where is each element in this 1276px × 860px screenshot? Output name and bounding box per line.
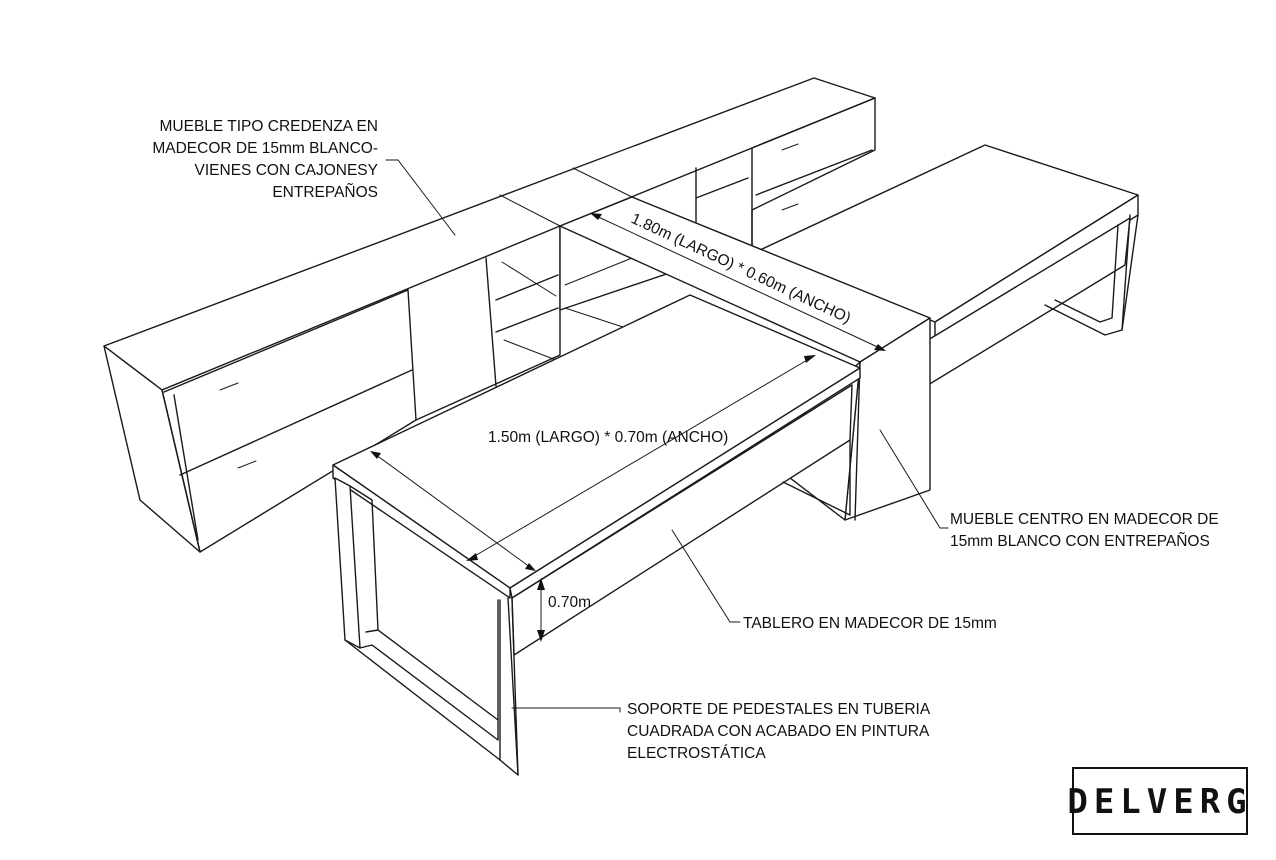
support-line-1: SOPORTE DE PEDESTALES EN TUBERIA <box>627 701 931 718</box>
credenza <box>103 77 876 553</box>
dim-depth-line <box>371 451 535 571</box>
support-line-3: ELECTROSTÁTICA <box>627 745 766 762</box>
front-desk-left-edge <box>332 464 511 599</box>
credenza-line-2: MADECOR DE 15mm BLANCO- <box>152 140 378 157</box>
leader-desktop <box>671 529 741 623</box>
dimension-height: 0.70m <box>537 578 591 642</box>
center-cabinet-line-2: 15mm BLANCO CON ENTREPAÑOS <box>950 533 1210 550</box>
leader-credenza <box>385 159 456 236</box>
credenza-line-3: VIENES CON CAJONESY <box>195 162 378 179</box>
credenza-line-4: ENTREPAÑOS <box>272 184 378 201</box>
credenza-line-1: MUEBLE TIPO CREDENZA EN <box>160 118 378 135</box>
front-desk-front-edge <box>509 367 861 599</box>
label-desktop: TABLERO EN MADECOR DE 15mm <box>743 615 997 632</box>
support-line-2: CUADRADA CON ACABADO EN PINTURA <box>627 723 930 740</box>
back-desk <box>759 144 1139 386</box>
leg-front-post <box>334 477 361 649</box>
dim-front-desk-text: 1.50m (LARGO) * 0.70m (ANCHO) <box>488 429 728 446</box>
label-support: SOPORTE DE PEDESTALES EN TUBERIA CUADRAD… <box>627 701 931 762</box>
dim-height-text: 0.70m <box>548 594 591 611</box>
dimension-front-desk: 1.50m (LARGO) * 0.70m (ANCHO) <box>370 355 816 571</box>
front-desk <box>332 294 861 776</box>
desktop-line-1: TABLERO EN MADECOR DE 15mm <box>743 615 997 632</box>
logo-text: DELVERG <box>1067 782 1252 822</box>
delverg-logo: DELVERG <box>1067 767 1252 835</box>
leader-support <box>511 707 621 713</box>
center-cabinet-line-1: MUEBLE CENTRO EN MADECOR DE <box>950 511 1219 528</box>
dim-line-back <box>591 213 885 351</box>
label-center-cabinet: MUEBLE CENTRO EN MADECOR DE 15mm BLANCO … <box>950 511 1219 550</box>
dim-length-line <box>467 355 815 561</box>
leader-center-cabinet <box>879 429 949 529</box>
label-credenza: MUEBLE TIPO CREDENZA EN MADECOR DE 15mm … <box>152 118 378 201</box>
